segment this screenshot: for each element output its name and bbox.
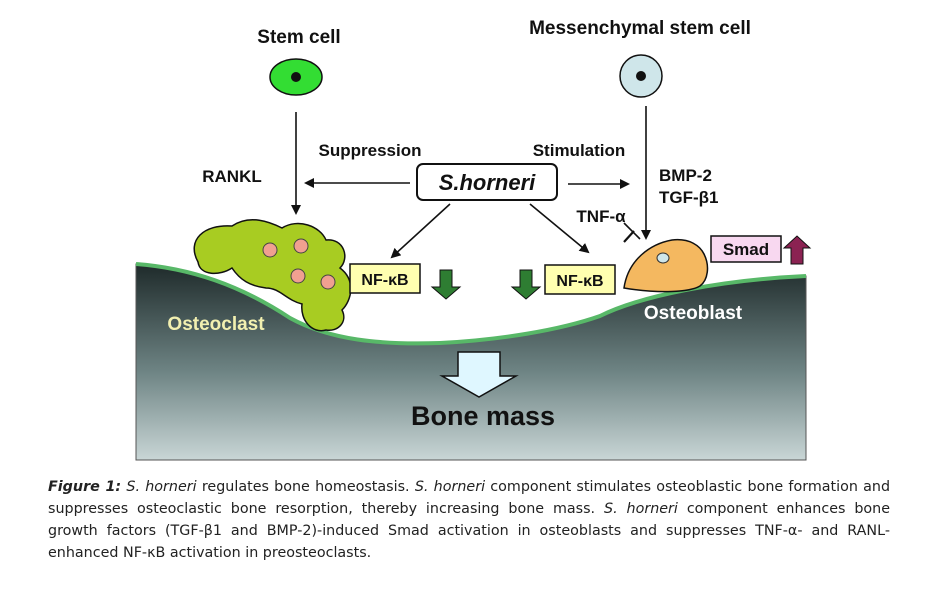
osteoclast-cell [193, 219, 352, 332]
rankl-label: RANKL [202, 167, 262, 186]
s-horneri-label: S.horneri [439, 170, 536, 195]
arrow-to-nfkb-right [529, 203, 590, 254]
up-arrow-icon [782, 235, 812, 265]
nfkb-left-label: NF-κB [361, 272, 408, 289]
stem-cell-label: Stem cell [257, 27, 340, 48]
suppression-label: Suppression [319, 141, 422, 160]
osteoclast-nucleus [293, 238, 309, 254]
bone-mass-label: Bone mass [411, 401, 555, 431]
bone-mass-down-arrow-icon [439, 351, 519, 398]
smad-label: Smad [723, 240, 769, 259]
osteoclast-nucleus [320, 274, 336, 290]
figure-label: Figure 1: [48, 479, 122, 495]
nfkb-box-right [544, 264, 616, 295]
caption-text: component stimulates osteoblastic bone f… [48, 479, 891, 517]
species-name: S. horneri [414, 479, 486, 495]
nfkb-right-label: NF-κB [556, 273, 603, 290]
nfkb-box-left [349, 263, 421, 294]
tgfb1-label: TGF-β1 [659, 188, 718, 207]
caption-text: regulates bone homeostasis. [196, 479, 415, 495]
osteoclast-nucleus [290, 268, 306, 284]
osteoclast-nucleus [262, 242, 278, 258]
osteoblast-nucleus [656, 252, 670, 264]
osteoclast-label: Osteoclast [167, 314, 265, 335]
bmp2-label: BMP-2 [659, 166, 712, 185]
stem-cell-nucleus [291, 72, 301, 82]
bone-homeostasis-diagram: Stem cell Messenchymal stem cell Suppres… [135, 18, 812, 461]
species-name: S. horneri [604, 501, 678, 517]
arrow-to-nfkb-left [390, 203, 451, 259]
tnf-inhibition-line [623, 222, 641, 240]
caption-text: component enhances bone growth factors (… [48, 501, 891, 561]
msc-label: Messenchymal stem cell [529, 18, 751, 39]
tnfa-label: TNF-α [576, 207, 626, 226]
bone-surface-line [135, 262, 807, 346]
stimulation-label: Stimulation [533, 141, 626, 160]
s-horneri-box [416, 163, 558, 201]
osteoblast-cell [623, 238, 709, 293]
osteoblast-label: Osteoblast [644, 303, 743, 324]
smad-box [710, 235, 782, 263]
msc-cell-nucleus [636, 71, 646, 81]
tnf-inhibition-bar [623, 230, 635, 243]
figure-caption: Figure 1: S. horneri regulates bone home… [48, 476, 890, 564]
down-arrow-icon [510, 269, 542, 300]
species-name: S. horneri [126, 479, 197, 495]
down-arrow-icon [430, 269, 462, 300]
